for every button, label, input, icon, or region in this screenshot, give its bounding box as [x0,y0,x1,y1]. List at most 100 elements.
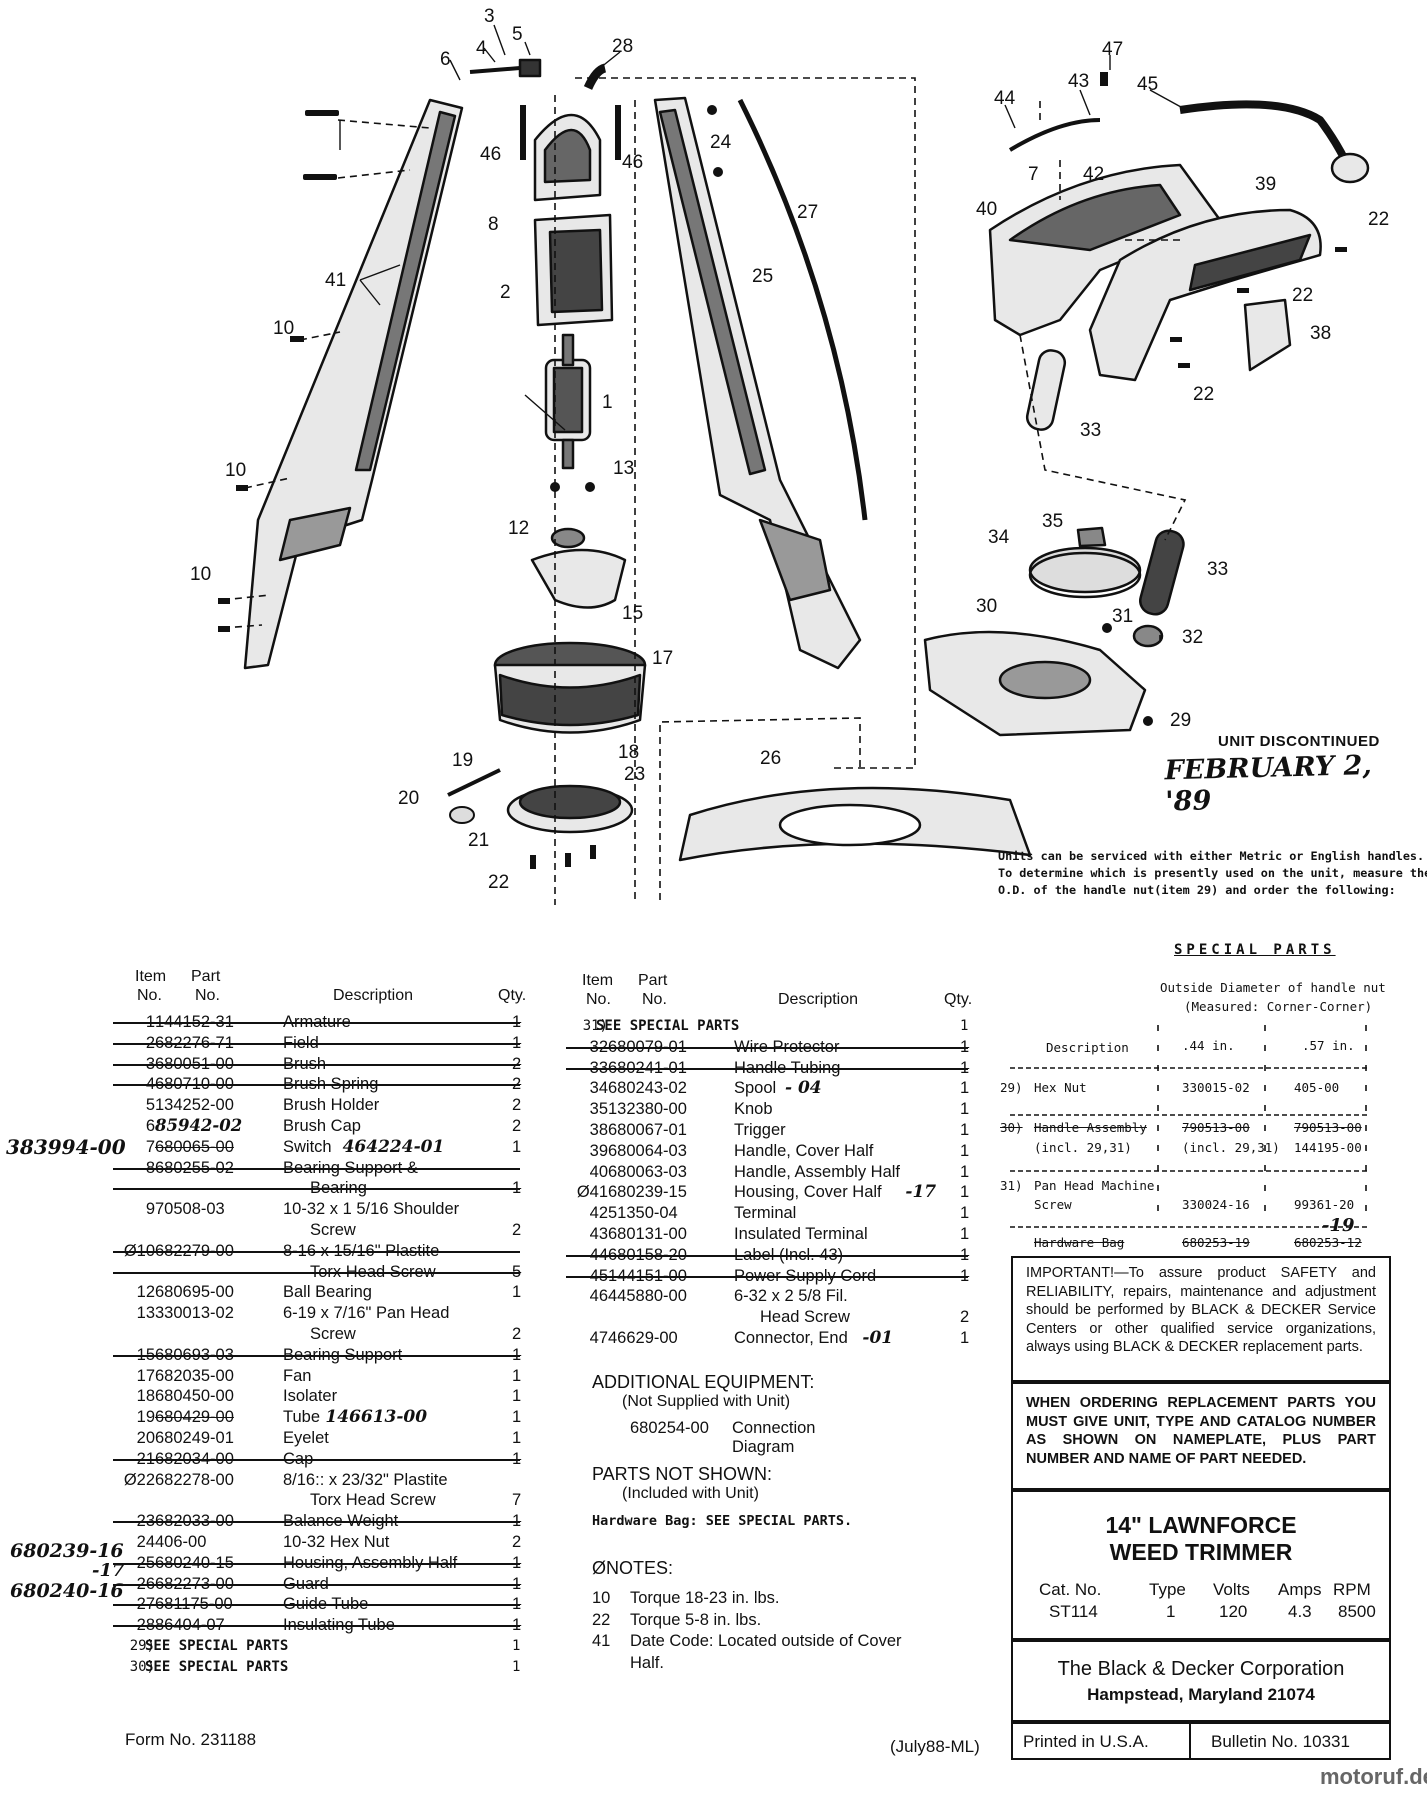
col-item-header-r: Item [582,972,614,989]
item-number: 7 [145,1137,155,1156]
part-number: 85942-02 [155,1115,243,1135]
col-qty-header-r: Qty. [944,991,973,1008]
item-number: 9 [145,1200,155,1219]
item-number: 46 [589,1287,608,1306]
special-parts-subtitle1: Outside Diameter of handle nut [1160,980,1386,995]
col-qty-header: Qty. [498,987,527,1004]
part-description: Head Screw [760,1308,850,1327]
special-desc: Handle Assembly [1034,1120,1147,1135]
strike-line [566,1067,968,1070]
discontinued-date: FEBRUARY 2, '89 [1164,750,1373,818]
strike-line [113,1250,520,1253]
strike-line [113,1022,520,1024]
item-number: 12 [136,1283,155,1302]
item-number: 18 [136,1387,155,1406]
col-part-header-r: Part [638,972,668,989]
item-number: 35 [589,1100,608,1119]
part-number: 682278-00 [155,1470,234,1489]
callout-19: 19 [452,750,473,771]
part-number: 682035-00 [155,1366,234,1385]
parts-not-shown: PARTS NOT SHOWN: (Included with Unit) Ha… [592,1464,852,1529]
part-number: 445880-00 [608,1287,687,1306]
part-description: Trigger [734,1120,786,1139]
company-address: Hampstead, Maryland 21074 [1087,1685,1315,1704]
special-col-b: .57 in. [1302,1038,1355,1053]
margin-note-26: 680240-16 [10,1580,124,1602]
quantity: 1 [512,1366,522,1385]
callout-43: 43 [1068,71,1089,92]
service-note: Units can be serviced with either Metric… [998,849,1427,897]
part-description: Knob [734,1100,773,1119]
part-number: 134252-00 [155,1096,234,1115]
handle-tubing-shape [1025,349,1067,431]
notes-title: ØNOTES: [592,1558,674,1578]
quantity: 2 [512,1220,522,1239]
note-text: Torque 5-8 in. lbs. [630,1610,762,1629]
special-desc: Hardware Bag [1034,1235,1125,1250]
col-item-no-header-r: No. [586,991,611,1008]
product-title-1: 14" LAWNFORCE [1105,1512,1297,1538]
item-number: 19 [136,1408,155,1427]
part-description: Tube [283,1408,320,1427]
special-b: 144195-00 [1294,1140,1362,1155]
part-description: Isolater [283,1387,338,1406]
quantity: 2 [512,1096,522,1115]
strike-line [113,1604,520,1607]
part-number: 70508-03 [155,1200,225,1219]
wire-protector-shape [1132,624,1164,648]
important-box: IMPORTANT!—To assure product SAFETY and … [1011,1256,1391,1382]
special-parts-title: SPECIAL PARTS [1174,942,1336,958]
note-number: 10 [592,1589,611,1607]
callout-22b: 22 [1292,285,1313,306]
part-description: SEE SPECIAL PARTS [145,1637,289,1654]
item-number: 31) [582,1018,608,1034]
part-number: 46629-00 [608,1328,678,1347]
bulletin-no: Bulletin No. 10331 [1211,1732,1350,1751]
item-number: 17 [136,1366,155,1385]
ball-bearing-shape [550,527,586,549]
special-b: 790513-00 [1294,1120,1362,1135]
part-description: Screw [310,1220,356,1239]
note-text: Date Code: Located outside of Cover [630,1632,902,1650]
part-description: 6-19 x 7/16" Pan Head [283,1304,450,1323]
strike-line [566,1254,968,1257]
quantity: 1 [960,1141,970,1160]
spec-rpm-value: 8500 [1338,1602,1376,1621]
callout-28: 28 [612,36,633,57]
special-desc: Pan Head Machine [1034,1178,1155,1193]
company-name: The Black & Decker Corporation [1057,1658,1345,1680]
watermark: motoruf.de [1320,1764,1427,1789]
quantity: 1 [960,1224,970,1243]
guide-tube-shape [737,98,868,521]
part-number: 680065-00 [155,1137,234,1156]
part-number: 680695-00 [155,1283,234,1302]
spec-volts-value: 120 [1219,1602,1248,1621]
item-number: 38 [589,1120,608,1139]
part-number: 680064-03 [608,1141,687,1160]
callout-30: 30 [976,596,997,617]
note-text: Half. [630,1653,664,1672]
not-shown-subtitle: (Included with Unit) [622,1485,759,1502]
callout-34: 34 [988,527,1010,548]
